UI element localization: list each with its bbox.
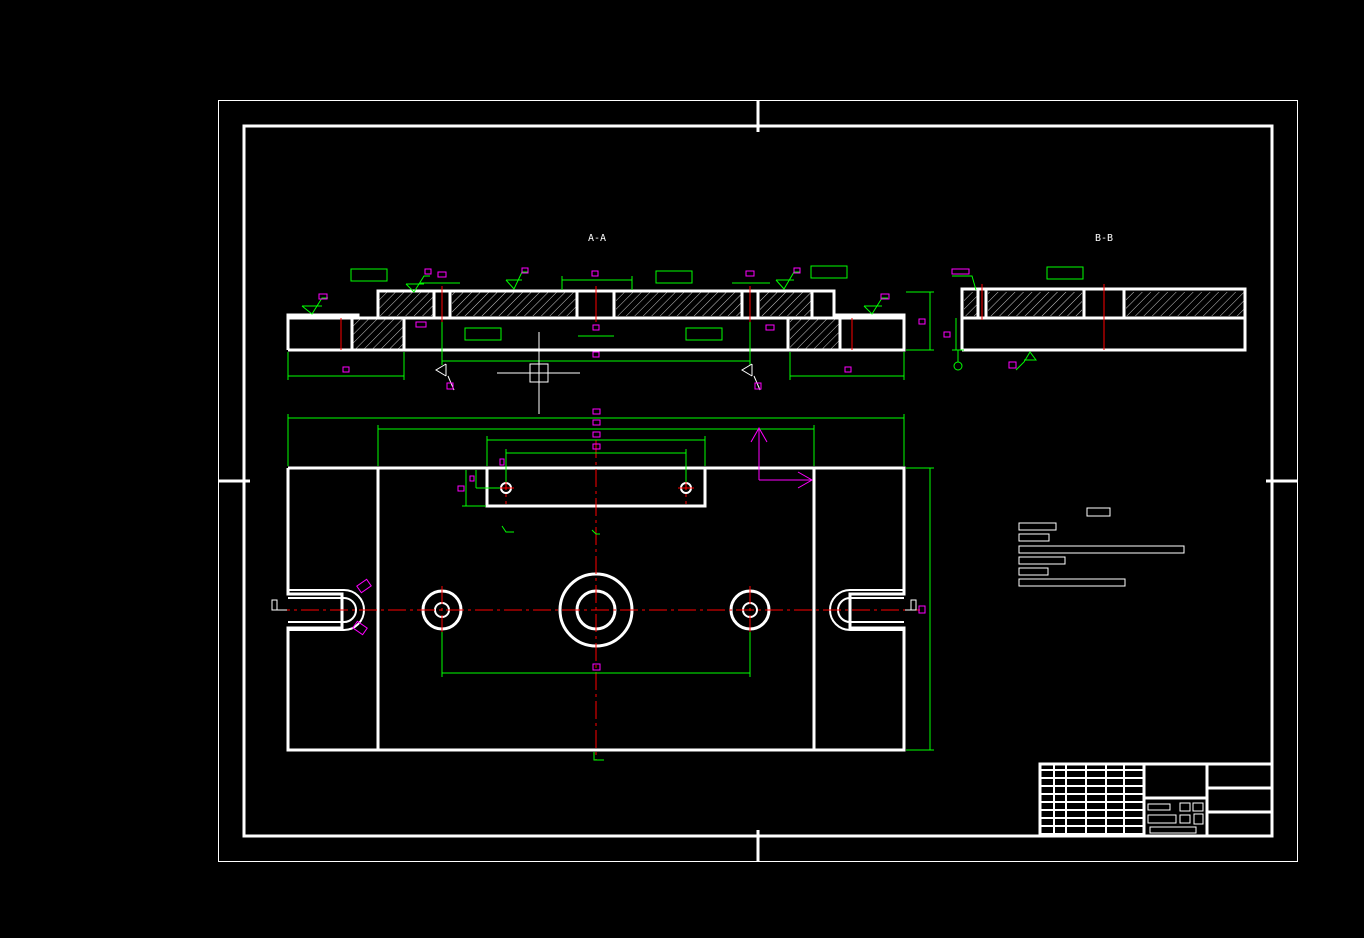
dimension-lines-bb xyxy=(952,266,1084,371)
dimension-lines-plan xyxy=(287,414,934,751)
left-u-slot xyxy=(288,597,357,623)
notes-heading-box xyxy=(1086,507,1111,517)
annotation-markers-plan xyxy=(352,408,926,671)
sheet-frame xyxy=(218,100,1298,862)
title-block[interactable] xyxy=(1038,762,1274,838)
part-outline-bb xyxy=(960,287,1247,352)
hatch-region xyxy=(790,318,840,350)
hatch-region xyxy=(616,292,742,316)
notes-line-box xyxy=(1018,556,1066,565)
plan-centerlines xyxy=(272,440,920,760)
section-view-bb[interactable]: B-B xyxy=(943,233,1247,371)
title-block-frame xyxy=(1038,762,1274,838)
notes-line-box xyxy=(1018,545,1185,554)
part-outline-aa xyxy=(286,289,906,352)
hatch-region xyxy=(1126,292,1244,316)
notes-line-box xyxy=(1018,567,1049,576)
section-view-aa[interactable]: A-A xyxy=(286,233,934,414)
title-block-grid xyxy=(1040,764,1144,836)
outer-trim-border xyxy=(218,100,1298,862)
hatch-region xyxy=(352,318,404,350)
hatch-region xyxy=(452,292,576,316)
section-aa-label: A-A xyxy=(588,233,606,244)
annotation-markers-aa xyxy=(318,267,926,390)
notes-line-box xyxy=(1018,522,1057,531)
plan-view[interactable] xyxy=(271,408,934,761)
notes-line-box xyxy=(1018,533,1050,542)
hatch-region xyxy=(760,292,812,316)
hatch-region xyxy=(964,292,978,316)
annotation-markers-bb xyxy=(943,268,1017,369)
technical-notes xyxy=(1018,507,1185,587)
hatch-region xyxy=(988,292,1082,316)
green-markers xyxy=(501,525,604,761)
ucs-axes-icon xyxy=(750,426,814,489)
plan-outline xyxy=(286,466,906,752)
dimension-lines-aa xyxy=(287,265,934,380)
section-cut-marks xyxy=(435,332,761,414)
inner-drawing-border xyxy=(242,124,1274,838)
hatch-region xyxy=(378,292,434,316)
notes-line-box xyxy=(1018,578,1126,587)
section-bb-label: B-B xyxy=(1095,233,1113,244)
plan-small-markers xyxy=(271,599,917,611)
